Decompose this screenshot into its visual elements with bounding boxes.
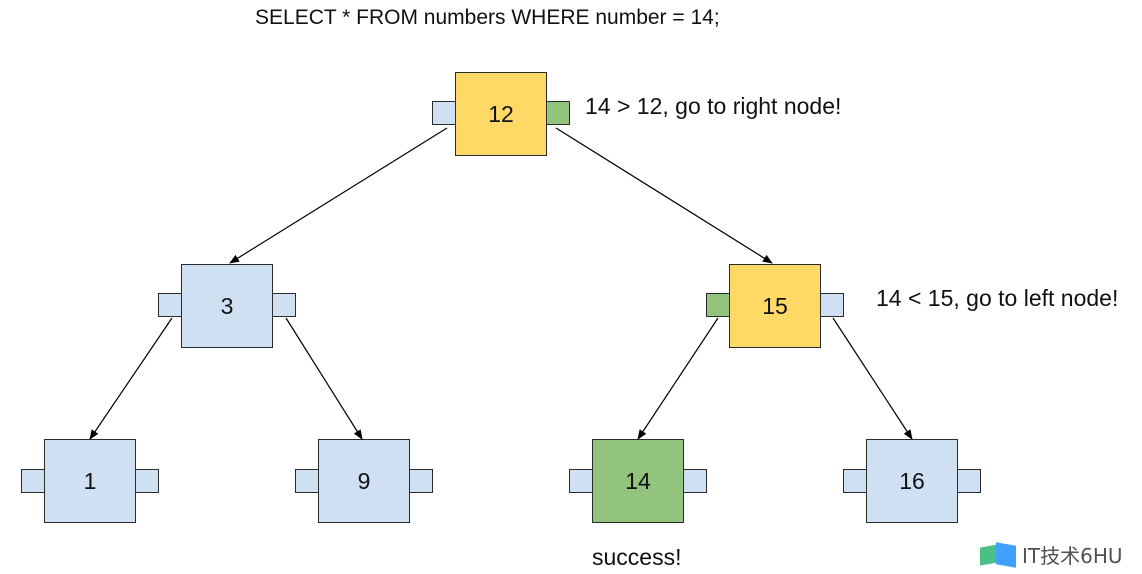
- edge-12-to-15: [555, 127, 773, 264]
- node-1-right-pointer: [135, 469, 159, 493]
- tree-node-9: 9: [318, 439, 410, 523]
- node-3-left-pointer: [158, 293, 182, 317]
- tree-node-1: 1: [44, 439, 136, 523]
- watermark-logo-icon: [980, 541, 1018, 568]
- node-1-left-pointer: [21, 469, 45, 493]
- watermark: IT技术6HU: [980, 540, 1123, 569]
- tree-node-15: 15: [729, 264, 821, 348]
- edge-3-to-9: [285, 317, 363, 440]
- node-9-left-pointer: [295, 469, 319, 493]
- node-14-left-pointer: [569, 469, 593, 493]
- tree-node-16: 16: [866, 439, 958, 523]
- node-9-right-pointer: [409, 469, 433, 493]
- node-15-right-pointer: [820, 293, 844, 317]
- node-12-left-pointer: [432, 101, 456, 125]
- tree-node-3: 3: [181, 264, 273, 348]
- node-12-right-pointer: [546, 101, 570, 125]
- edge-3-to-1: [89, 317, 173, 440]
- node-15-left-pointer: [706, 293, 730, 317]
- sql-query: SELECT * FROM numbers WHERE number = 14;: [255, 6, 720, 29]
- node-3-right-pointer: [272, 293, 296, 317]
- edge-15-to-14: [637, 317, 719, 440]
- node-16-left-pointer: [843, 469, 867, 493]
- tree-node-14: 14: [592, 439, 684, 523]
- node-16-right-pointer: [957, 469, 981, 493]
- node15-comparison-note: 14 < 15, go to left node!: [876, 285, 1119, 311]
- success-note: success!: [592, 544, 682, 570]
- tree-node-12: 12: [455, 72, 547, 156]
- edge-15-to-16: [832, 317, 913, 440]
- root-comparison-note: 14 > 12, go to right node!: [585, 93, 842, 119]
- watermark-text: IT技术6HU: [1022, 544, 1123, 568]
- edge-12-to-3: [229, 127, 448, 264]
- node-14-right-pointer: [683, 469, 707, 493]
